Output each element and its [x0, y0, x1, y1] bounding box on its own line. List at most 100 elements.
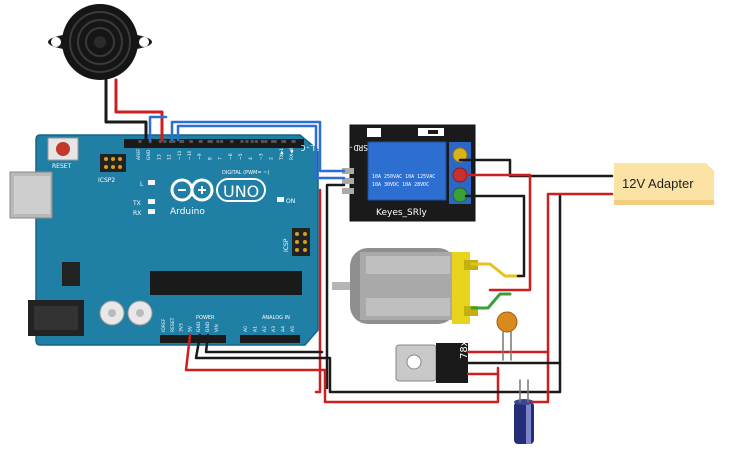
led-rx: [148, 209, 155, 214]
digital-pin-label: RX◀0: [289, 147, 295, 160]
analog-pin: [273, 140, 277, 143]
digital-pin-label: 13: [156, 154, 162, 160]
atmega-chip: [150, 271, 302, 295]
digital-pin: [209, 140, 213, 143]
digital-header: [124, 139, 304, 148]
regulator-label: 78xxl: [459, 332, 470, 359]
analog-pin-label: A0: [243, 326, 249, 332]
analog-pin-label: A3: [271, 326, 277, 332]
power-pin: [207, 140, 211, 143]
reset-label: RESET: [52, 163, 72, 170]
wire-relay-com-red: [464, 173, 532, 292]
relay-part-text: SRD-05VDC-SL-C: [300, 143, 368, 152]
led-l-label: L: [140, 181, 144, 188]
led-tx: [148, 199, 155, 204]
digital-pin-label: 7: [218, 157, 224, 160]
led-rx-label: RX: [133, 210, 141, 217]
digital-pin-label: ~11: [177, 150, 183, 160]
dc-motor: [332, 248, 478, 324]
adapter-note-text: 12V Adapter: [622, 176, 694, 191]
digital-pin-label: ~6: [228, 153, 234, 160]
power-pin-label: 5V: [187, 325, 193, 332]
digital-pin: [220, 140, 224, 143]
power-pin-label: IOREF: [161, 318, 167, 332]
wire-gnd-2: [204, 333, 324, 354]
digital-pin-label: ~10: [187, 150, 193, 160]
digital-pin: [179, 140, 183, 143]
ceramic-capacitor: [496, 311, 518, 333]
terminal-screw: [452, 147, 468, 163]
wire-blue-1: [148, 115, 168, 142]
digital-pin: [158, 140, 162, 143]
wire-motor-yellow: [470, 262, 522, 278]
led-on: [277, 197, 284, 202]
power-pin: [181, 140, 185, 143]
digital-pin-label: 8: [207, 157, 213, 160]
digital-pin-label: 12: [167, 154, 173, 160]
led-tx-label: TX: [132, 200, 141, 207]
digital-pin-label: ~9: [197, 153, 203, 160]
wire-motor-green: [470, 292, 512, 310]
analog-header: [240, 335, 300, 343]
wire-relay-vcc: [314, 188, 322, 394]
digital-pin-label: 4: [248, 157, 254, 160]
digital-pin: [230, 140, 234, 143]
relay-rating-1: 10A 250VAC 10A 125VAC: [372, 174, 435, 180]
wire-5v: [184, 333, 500, 404]
analog-pin-label: A4: [281, 326, 287, 332]
wires: [104, 78, 614, 404]
digital-pin-label: AREF: [136, 148, 142, 160]
power-pin: [198, 140, 202, 143]
wire-adapter-black: [458, 158, 614, 178]
wire-blue-2: [170, 120, 346, 173]
wire-blue-3: [176, 124, 346, 180]
digital-header-label: DIGITAL (PWM= ~): [222, 170, 269, 176]
power-pin: [216, 140, 220, 143]
digital-pin: [240, 140, 244, 143]
analog-label: ANALOG IN: [262, 315, 290, 321]
led-l: [148, 180, 155, 185]
digital-pin: [260, 140, 264, 143]
digital-pin: [281, 140, 285, 143]
digital-pin-label: 2: [269, 157, 275, 160]
analog-pin-label: A2: [262, 326, 268, 332]
relay-label: Keyes_SRly: [376, 208, 428, 218]
power-label: POWER: [196, 315, 215, 321]
wire-adapter-red: [530, 192, 614, 404]
relay-cube: [367, 141, 447, 201]
wire-buzzer-black: [104, 78, 148, 142]
icsp-header: [292, 228, 310, 256]
digital-pin-label: ~5: [238, 153, 244, 160]
analog-pin: [292, 140, 296, 143]
analog-pin: [245, 140, 249, 143]
digital-pin-label: ~3: [258, 153, 264, 160]
digital-pin: [148, 140, 152, 143]
power-pin: [172, 140, 176, 143]
analog-pin-label: A1: [252, 326, 258, 332]
arduino-uno-board: RESET ICSP2 L TX RX ON: [9, 134, 319, 346]
power-pin-label: GND: [196, 321, 202, 332]
adapter-note: 12V Adapter: [614, 163, 714, 205]
power-pin-label: RESET: [170, 317, 176, 332]
digital-pin: [271, 140, 275, 143]
electrolytic-capacitor: [514, 399, 534, 444]
arduino-logo-icon: [170, 178, 214, 202]
analog-pin: [264, 140, 268, 143]
terminal-screw: [452, 187, 468, 203]
wire-relay-no-black: [464, 194, 526, 278]
icsp2-label: ICSP2: [98, 177, 115, 184]
digital-pin-label: TX▶1: [279, 148, 285, 161]
power-pin-label: 3V3: [179, 323, 185, 332]
power-header: [160, 335, 226, 343]
analog-pin-label: A5: [290, 326, 296, 332]
power-pin-label: VIN: [214, 324, 220, 332]
relay-rating-2: 10A 30VDC 10A 28VDC: [372, 182, 429, 188]
digital-pin: [138, 140, 142, 143]
digital-pin: [250, 140, 254, 143]
uno-label: UNO: [223, 182, 259, 201]
wire-relay-gnd: [325, 183, 346, 390]
